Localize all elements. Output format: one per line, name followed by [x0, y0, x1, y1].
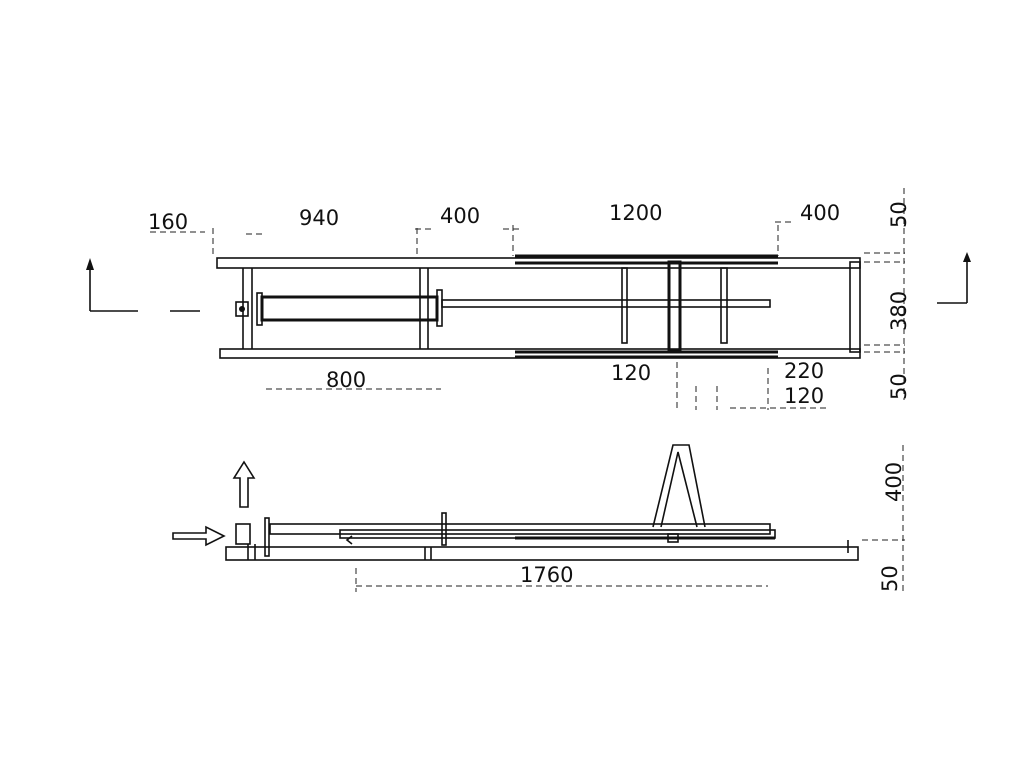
- dim-400-right: 400: [800, 201, 840, 225]
- a-frame: [652, 444, 706, 528]
- dim-940: 940: [299, 206, 339, 230]
- base-rail: [225, 546, 859, 561]
- end-box: [849, 261, 861, 353]
- cylinder: [260, 295, 439, 322]
- right-arrow-icon: [172, 525, 226, 547]
- dim-380: 380: [887, 291, 911, 331]
- plan-view: [86, 188, 971, 410]
- dim-50-bottom: 50: [887, 373, 911, 400]
- dim-50-top: 50: [887, 201, 911, 228]
- dim-400-side: 400: [882, 462, 906, 502]
- section-marker-left: [86, 258, 200, 312]
- dim-160: 160: [148, 210, 188, 234]
- dim-50-side: 50: [878, 565, 902, 592]
- dim-1760: 1760: [520, 563, 573, 587]
- dim-400-left: 400: [440, 204, 480, 228]
- piston-rod: [441, 299, 771, 308]
- dim-800: 800: [326, 368, 366, 392]
- upper-rail: [269, 523, 771, 535]
- dim-220: 220: [784, 359, 824, 383]
- dim-1200: 1200: [609, 201, 662, 225]
- dim-120-a: 120: [611, 361, 651, 385]
- center-bar: [667, 260, 682, 352]
- motor-head: [235, 301, 249, 317]
- side-view: [172, 444, 905, 595]
- up-arrow-icon: [232, 460, 256, 508]
- section-marker-right: [937, 252, 971, 304]
- dim-120-b: 120: [784, 384, 824, 408]
